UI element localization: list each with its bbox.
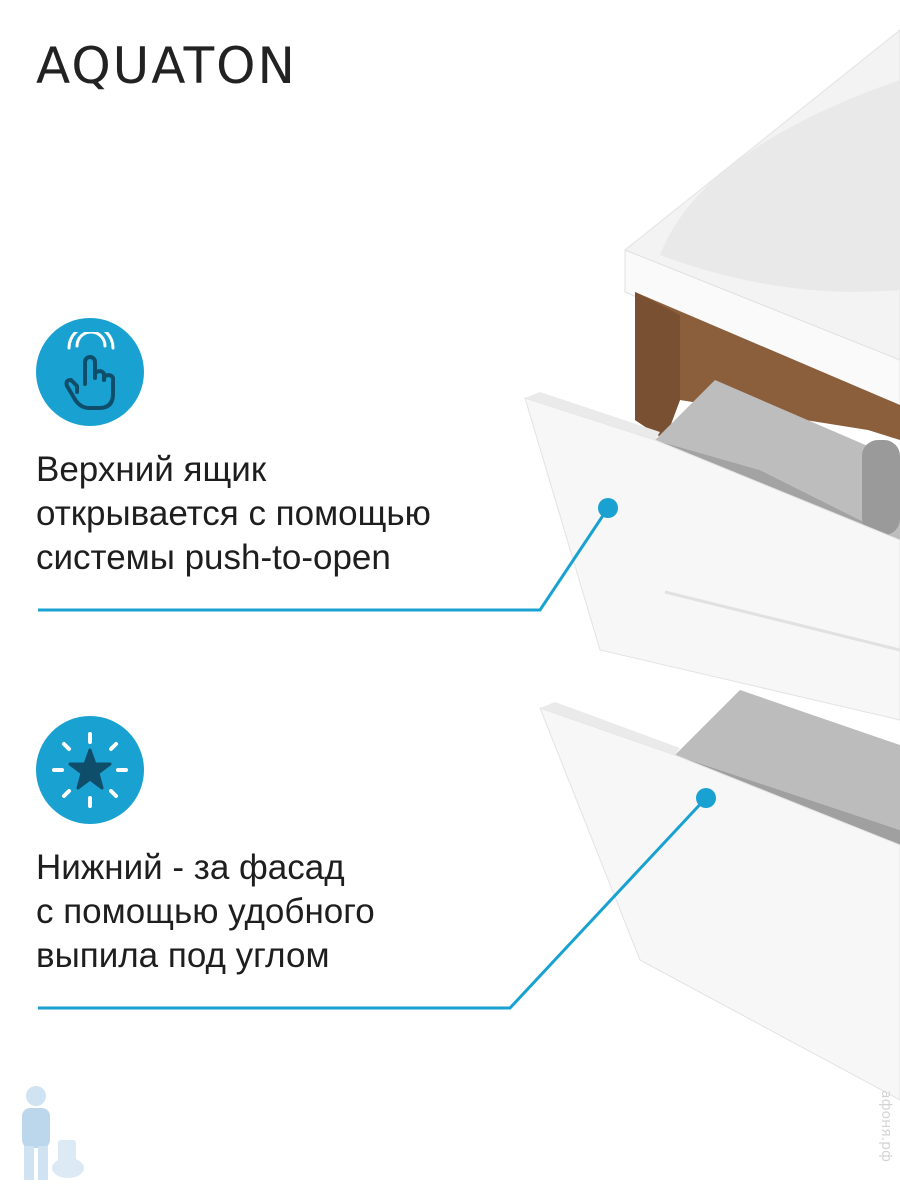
callout-line-lower: [38, 796, 708, 1010]
basin-bowl: [660, 80, 900, 292]
plumber-mascot-icon: [22, 1086, 84, 1180]
basin-rim: [624, 249, 900, 411]
feature-lower-line-1: Нижний - за фасад: [36, 848, 345, 887]
callout-dot-upper: [598, 498, 618, 518]
callout-line-upper: [38, 507, 610, 612]
feature-upper-line-2: открывается с помощью: [36, 494, 431, 533]
upper-drawer-groove: [664, 590, 900, 652]
feature-lower-description: Нижний - за фасад с помощью удобного вып…: [36, 846, 556, 978]
lower-drawer-front: [539, 707, 900, 1101]
site-watermark: афоня.рф: [878, 1090, 894, 1162]
upper-drawer-front: [524, 397, 900, 721]
feature-upper-line-1: Верхний ящик: [36, 450, 267, 489]
callout-dot-lower: [696, 788, 716, 808]
upper-drawer-inside: [655, 380, 900, 540]
cabinet-wood-side: [635, 292, 680, 440]
siphon: [862, 440, 900, 535]
feature-upper-description: Верхний ящик открывается с помощью систе…: [36, 448, 556, 580]
upper-drawer-edge: [525, 392, 660, 440]
tap-hand-icon: [36, 318, 144, 426]
lower-drawer-edge: [540, 702, 680, 755]
feature-upper-line-3: системы push-to-open: [36, 538, 391, 577]
feature-lower-line-2: с помощью удобного: [36, 892, 375, 931]
brand-logo: AQUATON: [36, 37, 297, 95]
star-sparkle-icon: [36, 716, 144, 824]
feature-lower-line-3: выпила под углом: [36, 936, 330, 975]
lower-drawer-inside: [675, 690, 900, 830]
